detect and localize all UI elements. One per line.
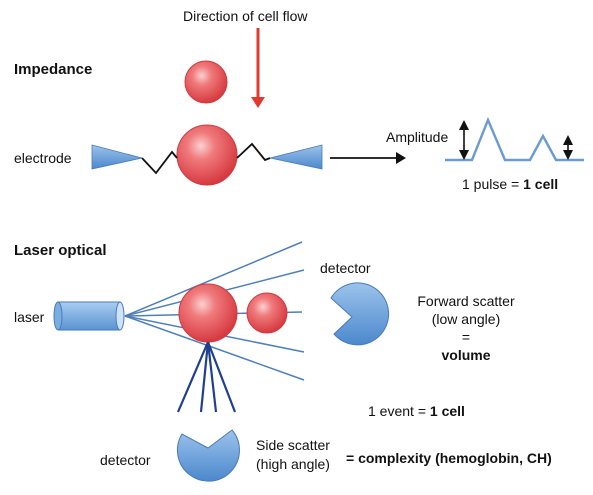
side-angle-label: (high angle) <box>256 456 330 472</box>
amplitude-arrowhead-down <box>459 150 469 160</box>
pulse-trace <box>445 116 584 162</box>
amplitude-arrowhead-up <box>459 120 469 130</box>
pulse-prefix: 1 pulse = <box>462 176 524 192</box>
wire-right <box>236 142 271 162</box>
laser-aperture <box>115 301 125 331</box>
detector-top-label: detector <box>320 260 371 276</box>
event-prefix: 1 event = <box>368 403 430 419</box>
event-bold: 1 cell <box>429 403 465 419</box>
event-caption: 1 event = 1 cell <box>368 403 465 419</box>
electrode-label: electrode <box>14 150 72 166</box>
small-cell-top <box>184 60 228 104</box>
forward-angle-label: (low angle) <box>431 311 501 327</box>
electrode-left <box>91 144 143 170</box>
laser-body <box>57 301 121 331</box>
flow-direction-label: Direction of cell flow <box>183 8 308 24</box>
pulse-bold: 1 cell <box>523 176 559 192</box>
amplitude-small-arrowhead-down <box>563 150 573 160</box>
wire-left <box>141 150 178 175</box>
optical-cell-small <box>246 292 288 334</box>
pulse-caption: 1 pulse = 1 cell <box>462 176 558 192</box>
forward-equals: = <box>461 329 471 345</box>
forward-scatter-label: Forward scatter <box>417 293 515 309</box>
complexity-label: = complexity (hemoglobin, CH) <box>346 450 552 466</box>
amplitude-label: Amplitude <box>386 129 449 145</box>
flow-arrowhead <box>251 97 265 108</box>
laser-end-left <box>53 301 63 331</box>
output-arrowhead <box>396 152 406 164</box>
laser-label: laser <box>14 309 45 325</box>
detector-bottom-label: detector <box>100 452 151 468</box>
impedance-heading: Impedance <box>14 61 93 78</box>
forward-detector-icon <box>330 282 390 346</box>
side-scatter-lines <box>176 341 237 413</box>
forward-volume-label: volume <box>441 347 491 363</box>
side-scatter-label: Side scatter <box>256 437 330 453</box>
amplitude-small-arrowhead-up <box>563 135 573 145</box>
optical-cell-large <box>178 283 238 343</box>
laser-optical-heading: Laser optical <box>14 242 107 259</box>
electrode-right <box>269 144 323 170</box>
side-detector-icon <box>176 429 240 482</box>
cell-between-electrodes <box>176 124 238 186</box>
